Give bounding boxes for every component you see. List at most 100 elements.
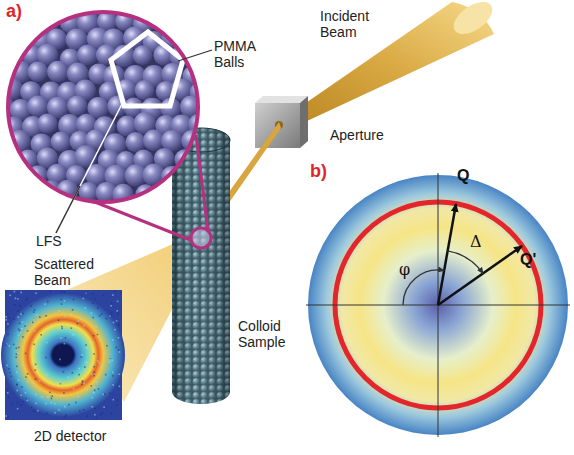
detector-speckle-dot [27, 381, 29, 383]
detector-speckle-dot [7, 389, 9, 391]
detector-speckle-dot [20, 395, 22, 397]
detector-speckle-dot [116, 320, 118, 322]
detector-speckle-dot [100, 414, 102, 416]
zoom-line [196, 135, 208, 231]
detector-speckle-dot [33, 411, 35, 413]
detector-speckle-dot [64, 406, 66, 408]
detector-speckle-dot [118, 373, 120, 375]
detector-speckle-dot [58, 409, 60, 411]
detector-speckle-dot [17, 292, 19, 294]
detector-speckle-dot [63, 392, 65, 394]
detector-speckle-dot [45, 315, 47, 317]
pmma-ball [37, 113, 57, 133]
detector-speckle-dot [70, 313, 72, 315]
zoom-spot [191, 228, 211, 248]
detector-speckle-dot [120, 292, 122, 294]
detector-speckle-dot [92, 317, 94, 319]
detector-speckle-dot [93, 342, 95, 344]
detector-speckle-dot [119, 351, 121, 353]
detector-speckle-dot [97, 334, 99, 336]
delta-arc [448, 251, 484, 274]
pmma-ball [192, 183, 215, 206]
detector-speckle-dot [94, 390, 96, 392]
detector-speckle-dot [83, 409, 85, 411]
detector-speckle-dot [22, 313, 24, 315]
detector-speckle-dot [51, 402, 53, 404]
detector-speckle-dot [84, 366, 86, 368]
pmma-ball [161, 166, 182, 187]
detector-speckle-dot [85, 344, 87, 346]
detector-speckle-dot [46, 413, 48, 415]
detector-speckle-dot [19, 330, 21, 332]
leader-line [56, 104, 122, 233]
detector-speckle-dot [7, 313, 9, 315]
pmma-ball [135, 80, 155, 100]
cylinder-balls [170, 125, 234, 410]
detector-speckle-dot [10, 376, 12, 378]
detector-speckle-dot [91, 312, 93, 314]
detector-speckle-dot [54, 412, 56, 414]
pmma-ball [183, 0, 204, 15]
detector-speckle-dot [81, 384, 83, 386]
detector-speckle-dot [101, 313, 103, 315]
detector-speckle-dot [35, 292, 37, 294]
detector-speckle-dot [64, 343, 66, 345]
detector-speckle-dot [44, 303, 46, 305]
aperture-top [255, 96, 308, 103]
detector-speckle-dot [26, 398, 28, 400]
detector-speckle-dot [93, 351, 95, 353]
detector-speckle-dot [6, 365, 8, 367]
detector-speckle-dot [111, 413, 113, 415]
detector-speckle-dot [81, 354, 83, 356]
detector-speckle-dot [118, 324, 120, 326]
pmma-ball [21, 12, 42, 33]
detector-speckle-dot [21, 328, 23, 330]
detector-speckle-dot [36, 314, 38, 316]
detector-speckle-dot [33, 344, 35, 346]
detector-speckle-dot [79, 410, 81, 412]
aperture-side [300, 96, 308, 148]
detector-speckle-dot [85, 307, 87, 309]
detector-speckle-dot [25, 392, 27, 394]
detector-speckle-dot [106, 345, 108, 347]
zoom-background [8, 12, 198, 202]
detector-speckle-dot [93, 335, 95, 337]
detector-speckle-dot [22, 336, 24, 338]
detector-speckle-dot [97, 307, 99, 309]
detector-speckle-dot [21, 386, 23, 388]
detector-speckle-dot [24, 325, 26, 327]
detector-speckle-dot [98, 362, 100, 364]
pmma-ball [203, 0, 224, 16]
detector-speckle-dot [77, 323, 79, 325]
detector-speckle-dot [46, 374, 48, 376]
detector-speckle-dot [70, 328, 72, 330]
detector-speckle-dot [17, 310, 19, 312]
detector-speckle-dot [85, 293, 87, 295]
detector-speckle-dot [83, 383, 85, 385]
detector-speckle-dot [113, 322, 115, 324]
detector-speckle-dot [16, 372, 18, 374]
pmma-ball [209, 181, 231, 203]
detector-speckle-dot [17, 298, 19, 300]
detector-speckle-dot [91, 397, 93, 399]
detector-speckle-dot [18, 328, 20, 330]
pmma-balls [0, 0, 233, 206]
detector-speckle-dot [5, 344, 7, 346]
pmma-ball [133, 45, 153, 65]
part-label: PMMA Balls [214, 38, 276, 70]
pmma-ball [201, 165, 222, 186]
detector-speckle-dot [11, 403, 13, 405]
detector-speckle-dot [59, 310, 61, 312]
detector-speckle-dot [60, 395, 62, 397]
detector-speckle-dot [20, 292, 22, 294]
detector-speckle-dot [117, 301, 119, 303]
detector-speckle-dot [31, 407, 33, 409]
detector-speckle-dot [9, 372, 11, 374]
detector-speckle-dot [117, 399, 119, 401]
panel-label: b) [310, 163, 350, 179]
detector-speckle-dot [65, 337, 67, 339]
detector-speckle-dot [95, 298, 97, 300]
detector-speckle-dot [32, 322, 34, 324]
detector-speckle-dot [9, 295, 11, 297]
